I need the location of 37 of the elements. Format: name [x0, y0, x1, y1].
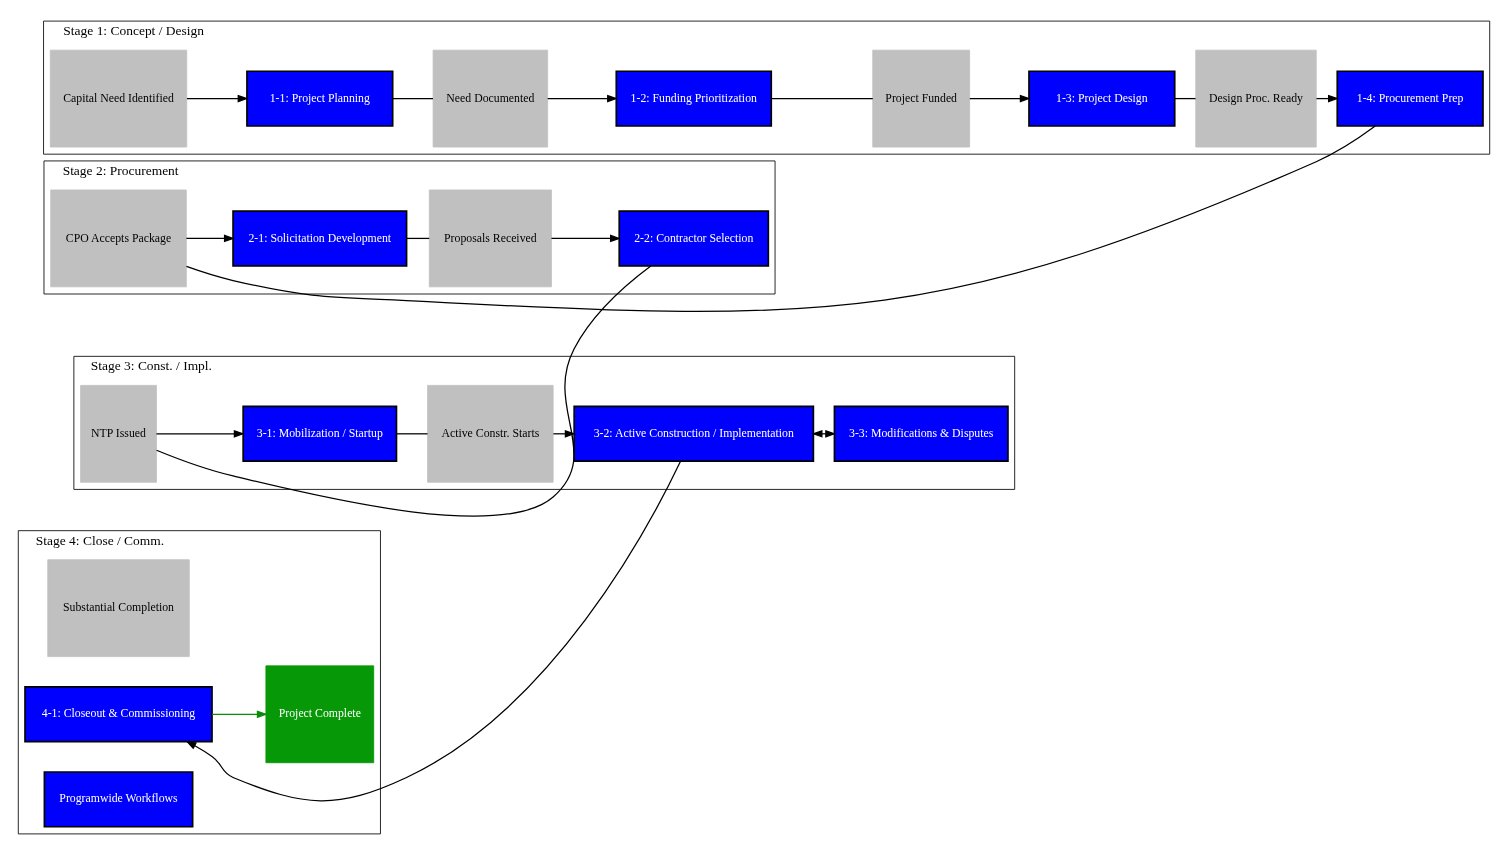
node-box: 1-1: Project Planning — [246, 69, 394, 127]
arrow — [547, 94, 619, 102]
arrow — [155, 429, 245, 438]
connector — [185, 125, 1376, 312]
node-box: 3-3: Modifications & Disputes — [833, 405, 1009, 462]
arrow — [185, 234, 235, 242]
arrow — [550, 234, 621, 242]
node-box: 1-3: Project Design — [1028, 69, 1176, 127]
node-box: 1-4: Procurement Prep — [1336, 69, 1484, 127]
node-box: Need Documented — [432, 49, 549, 147]
arrow — [969, 94, 1031, 102]
node-box: Programwide Workflows — [43, 770, 194, 828]
node-box: Active Constr. Starts — [427, 384, 554, 483]
arrow — [185, 460, 682, 801]
node-box: Capital Need Identified — [49, 49, 188, 147]
connector — [155, 264, 652, 517]
connector — [770, 97, 874, 99]
node-box: 3-1: Mobilization / Startup — [242, 405, 398, 462]
node-box: Substantial Completion — [47, 558, 190, 657]
node-box: 2-1: Solicitation Development — [232, 209, 408, 267]
node-box: Project Funded — [872, 49, 971, 147]
node-box: CPO Accepts Package — [50, 189, 187, 287]
node-box: 2-2: Contractor Selection — [618, 209, 770, 267]
node-box: 1-2: Funding Prioritization — [615, 69, 773, 127]
node-box: Project Complete — [265, 664, 375, 763]
node-box: Proposals Received — [428, 189, 552, 287]
connector — [396, 432, 429, 434]
node-box: Design Proc. Ready — [1195, 49, 1317, 147]
arrow — [811, 429, 837, 438]
arrow — [211, 709, 268, 718]
connector — [405, 237, 430, 239]
node-box: NTP Issued — [80, 384, 157, 483]
connector — [392, 97, 434, 99]
node-box: 3-2: Active Construction / Implementation — [573, 405, 815, 462]
arrow — [186, 94, 249, 102]
connector — [1174, 97, 1197, 99]
node-box: 4-1: Closeout & Commissioning — [24, 685, 213, 742]
